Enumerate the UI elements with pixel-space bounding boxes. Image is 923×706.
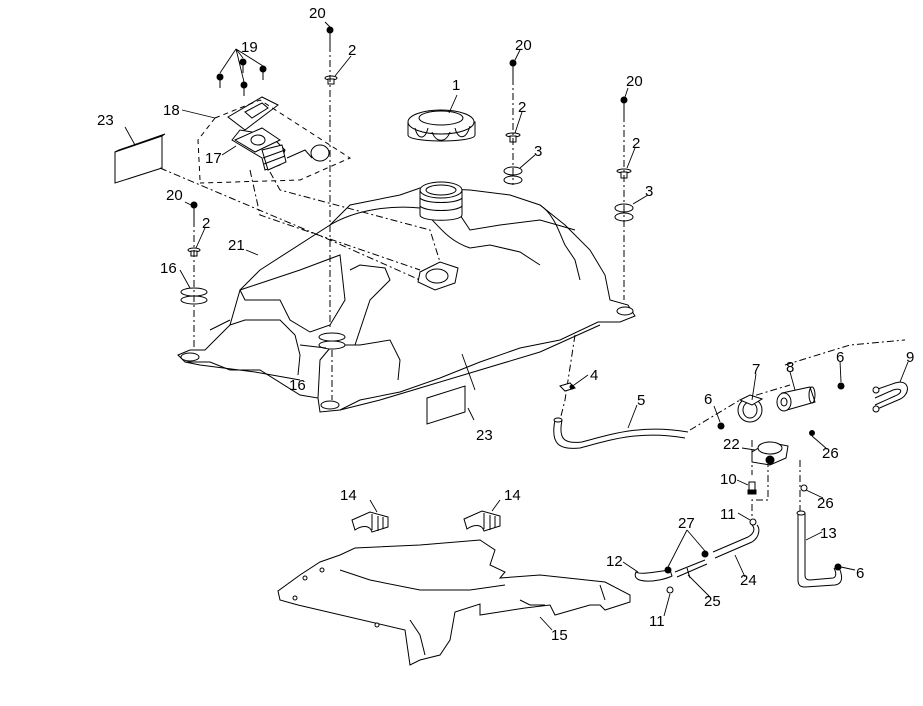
callout-18: 18 [163,102,180,119]
callout-11: 11 [720,506,736,523]
tee-fitting-25[interactable] [674,559,708,579]
callout-14: 14 [340,487,357,504]
callout-2: 2 [518,99,526,116]
callout-17: 17 [205,150,222,167]
callout-12: 12 [606,553,623,570]
fuel-hose[interactable] [553,417,689,449]
callout-24: 24 [740,572,757,589]
fuel-hose-9[interactable] [872,381,908,413]
hose-clamps-6[interactable] [717,382,845,571]
callout-6: 6 [856,565,864,582]
callout-3: 3 [534,143,542,160]
hose-12[interactable] [634,569,673,582]
callout-2: 2 [202,215,210,232]
sender-gasket[interactable] [233,127,282,153]
callout-11: 11 [649,613,665,630]
fuel-filter[interactable] [776,386,816,412]
hose-clamps-27[interactable] [664,550,709,574]
screws[interactable] [216,58,267,96]
callout-20: 20 [309,5,326,22]
fuel-tank[interactable] [177,181,636,413]
filter-bracket[interactable] [737,394,764,423]
callout-8: 8 [786,359,794,376]
leader-lines [124,21,909,631]
bolt-10[interactable] [747,481,757,495]
hose-clamp-4[interactable] [559,382,576,392]
callout-22: 22 [723,436,740,453]
callout-1: 1 [452,77,460,94]
callout-27: 27 [678,515,695,532]
callout-26: 26 [822,445,839,462]
callout-23: 23 [97,112,114,129]
callout-16: 16 [160,260,177,277]
callout-4: 4 [590,367,598,384]
filler-neck [419,181,463,221]
callout-16: 16 [289,377,306,394]
callout-labels: 1 2 2 2 2 3 3 4 5 6 6 6 7 8 9 10 11 11 1… [97,5,914,644]
clamps-11-26[interactable] [666,430,815,594]
callout-20: 20 [515,37,532,54]
rubber-pad-right[interactable] [463,510,501,532]
callout-7: 7 [752,361,760,378]
callout-26: 26 [817,495,834,512]
callout-25: 25 [704,593,721,610]
hose-13[interactable] [796,510,843,588]
callout-13: 13 [820,525,837,542]
callout-6: 6 [704,391,712,408]
label-pad-lower[interactable] [426,385,466,425]
hose-24[interactable] [712,524,760,559]
tank-tray[interactable] [277,539,631,666]
callout-2: 2 [632,135,640,152]
callout-23: 23 [476,427,493,444]
callout-21: 21 [228,237,245,254]
callout-19: 19 [241,39,258,56]
fuel-cap[interactable] [407,109,476,142]
callout-2: 2 [348,42,356,59]
callout-14: 14 [504,487,521,504]
callout-3: 3 [645,183,653,200]
label-pad-upper[interactable] [114,133,166,184]
callout-20: 20 [166,187,183,204]
callout-6: 6 [836,349,844,366]
callout-9: 9 [906,349,914,366]
rubber-pad-left[interactable] [351,511,389,533]
callout-15: 15 [551,627,568,644]
callout-10: 10 [720,471,737,488]
assembly-lines [159,45,906,520]
fuel-pump[interactable] [751,441,789,466]
mount-stack-center[interactable] [318,26,346,350]
callout-5: 5 [637,392,645,409]
callout-20: 20 [626,73,643,90]
